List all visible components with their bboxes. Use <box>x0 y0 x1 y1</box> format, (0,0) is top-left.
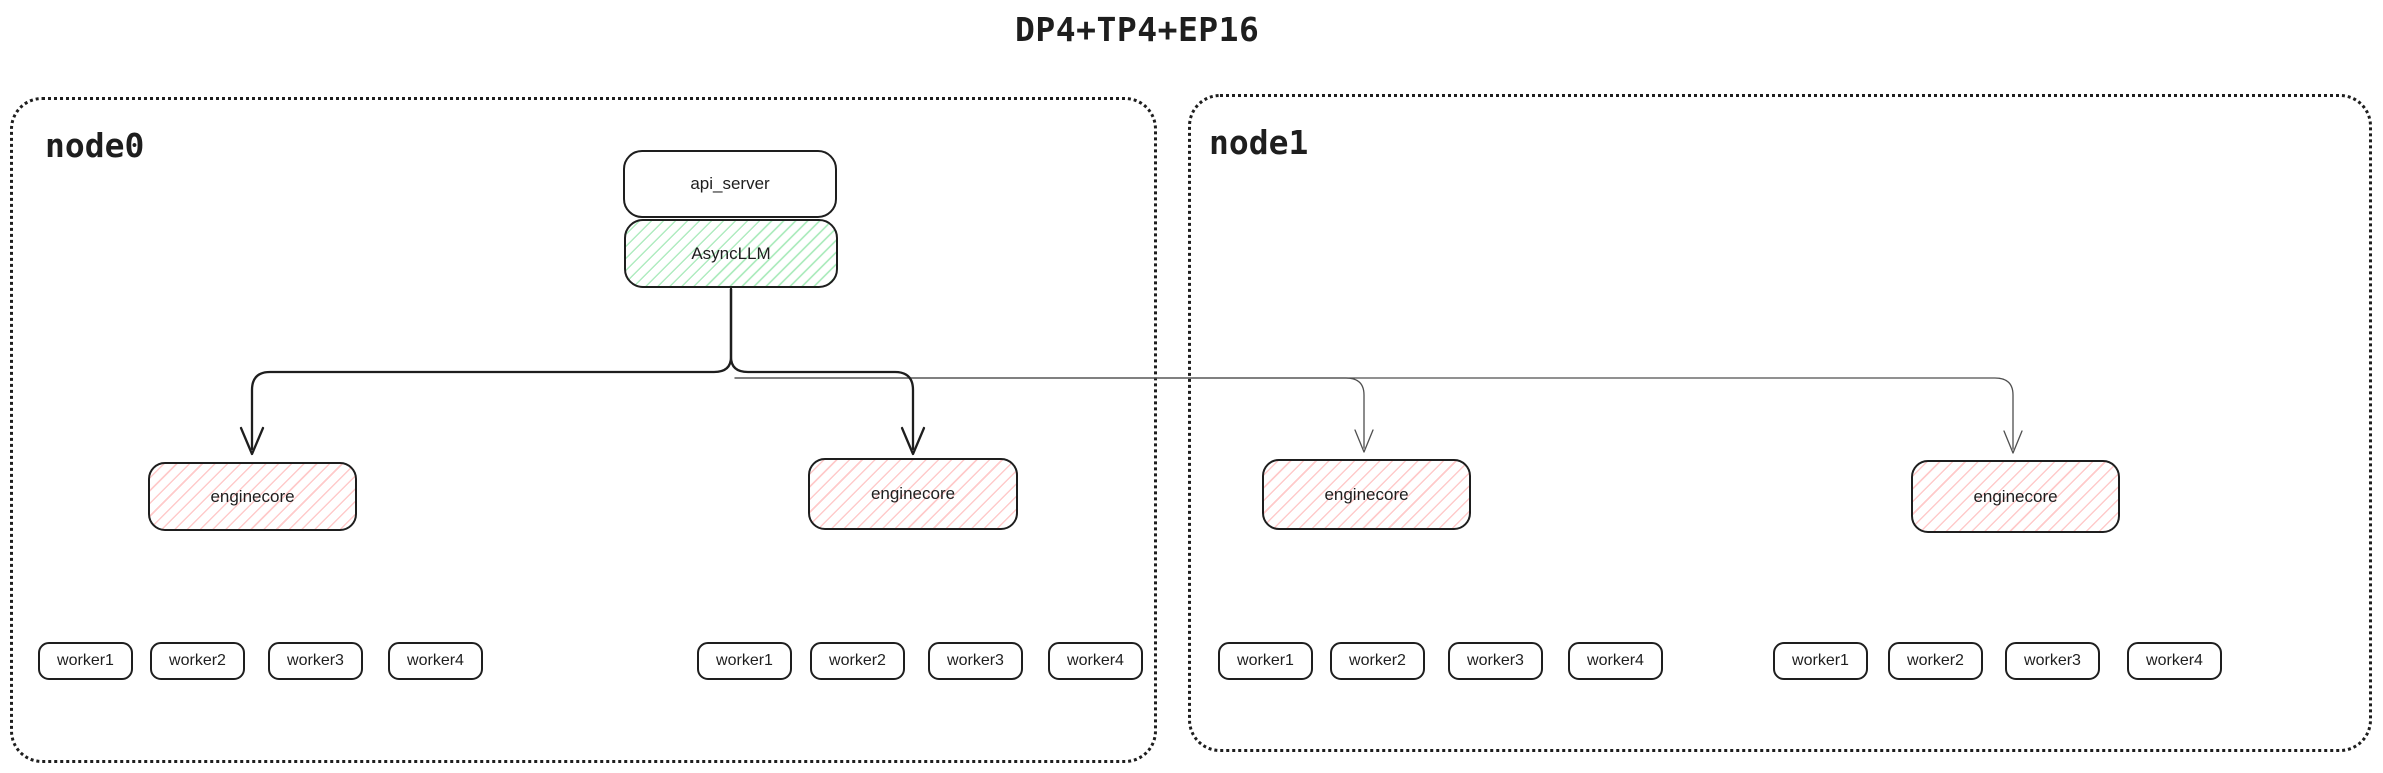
arrow-head-enginecore4 <box>2003 430 2023 454</box>
enginecore1-label: enginecore <box>210 486 295 506</box>
connector-asyncllm-enginecore3 <box>734 377 1365 449</box>
node0-container <box>10 97 1157 763</box>
node0-label: node0 <box>45 126 145 165</box>
worker-box: worker3 <box>2005 642 2100 680</box>
api-server-box: api_server <box>623 150 837 218</box>
worker-box: worker1 <box>697 642 792 680</box>
node1-container <box>1188 94 2372 752</box>
arrow-head-enginecore2 <box>900 426 926 456</box>
worker-box: worker3 <box>268 642 363 680</box>
worker-box: worker3 <box>928 642 1023 680</box>
worker-box: worker1 <box>1218 642 1313 680</box>
worker-box: worker2 <box>1330 642 1425 680</box>
enginecore4-box: enginecore <box>1911 460 2120 533</box>
api-server-label: api_server <box>690 174 770 193</box>
worker-box: worker1 <box>1773 642 1868 680</box>
worker-box: worker2 <box>810 642 905 680</box>
worker-box: worker4 <box>2127 642 2222 680</box>
worker-box: worker2 <box>1888 642 1983 680</box>
enginecore2-label: enginecore <box>870 484 956 503</box>
enginecore4-label: enginecore <box>1973 486 2058 506</box>
enginecore3-label: enginecore <box>1324 484 1409 504</box>
diagram-title: DP4+TP4+EP16 <box>1015 10 1260 49</box>
arrow-head-enginecore1 <box>239 426 265 456</box>
asyncllm-label: AsyncLLM <box>691 243 771 263</box>
worker-box: worker2 <box>150 642 245 680</box>
worker-box: worker3 <box>1448 642 1543 680</box>
connector-asyncllm-enginecore4 <box>734 377 2014 450</box>
arrow-head-enginecore3 <box>1354 429 1374 453</box>
enginecore3-box: enginecore <box>1262 459 1471 530</box>
enginecore1-box: enginecore <box>148 462 357 531</box>
worker-box: worker4 <box>388 642 483 680</box>
asyncllm-box: AsyncLLM <box>624 219 838 288</box>
connector-asyncllm-enginecore2 <box>729 287 915 451</box>
connector-asyncllm-enginecore1 <box>250 287 733 451</box>
node1-label: node1 <box>1209 123 1309 162</box>
worker-box: worker4 <box>1048 642 1143 680</box>
worker-box: worker1 <box>38 642 133 680</box>
worker-box: worker4 <box>1568 642 1663 680</box>
enginecore2-box: enginecore <box>808 458 1018 530</box>
